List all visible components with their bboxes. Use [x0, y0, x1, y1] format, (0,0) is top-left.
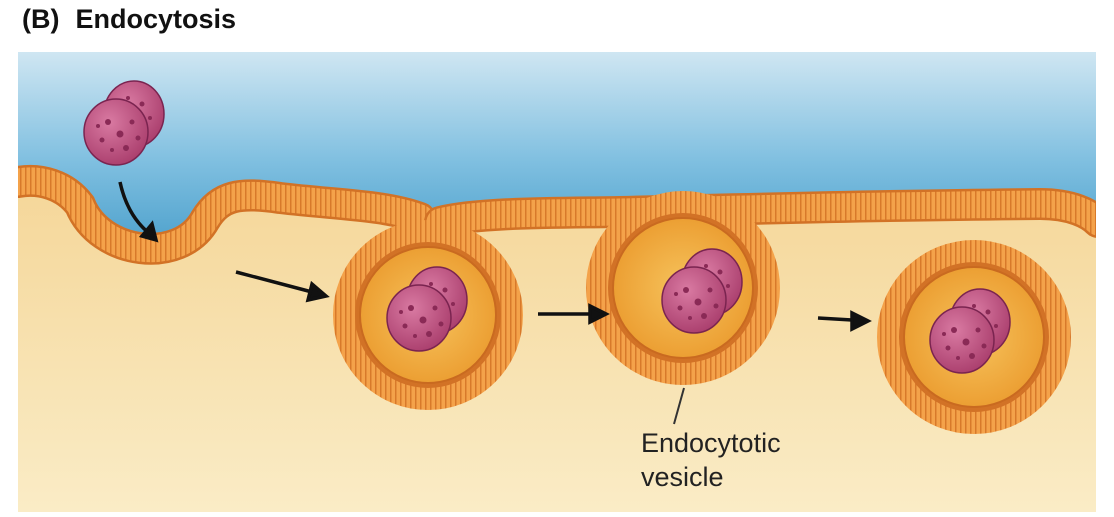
panel-label: (B): [22, 4, 60, 34]
title-text: Endocytosis: [75, 4, 237, 34]
figure-title: (B) Endocytosis: [22, 4, 236, 35]
cytoplasm: [18, 191, 1096, 512]
process-arrows: [118, 181, 872, 332]
free-vesicle: [877, 240, 1071, 434]
pinching-vesicle: [333, 220, 523, 410]
vesicle-label: Endocytotic vesicle: [641, 426, 781, 494]
callout-leader: [673, 387, 685, 425]
vesicle-label-line-1: Endocytotic: [641, 428, 781, 458]
budding-vesicle: [586, 191, 780, 385]
vesicle-label-line-2: vesicle: [641, 462, 724, 492]
